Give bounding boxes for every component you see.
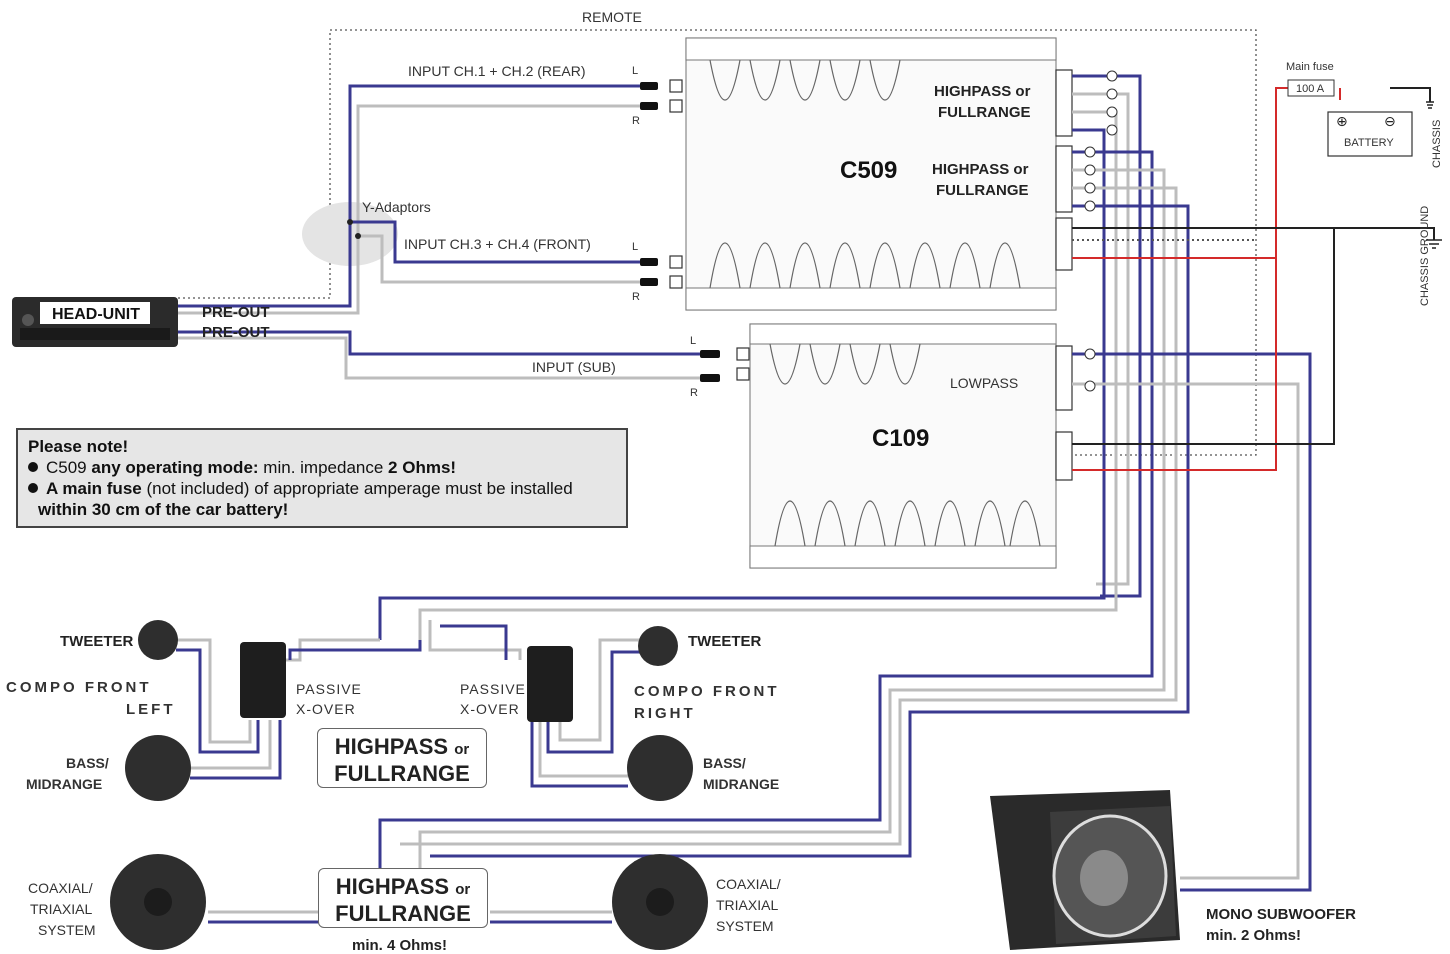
coax-left-1: COAXIAL/	[28, 880, 93, 896]
compo-right-wires	[428, 620, 640, 788]
xover-right-icon	[527, 646, 573, 722]
compo-left-1: COMPO FRONT	[6, 679, 152, 696]
y-adaptors-label: Y-Adaptors	[362, 199, 431, 215]
tweeter-right-label: TWEETER	[688, 633, 761, 650]
c509-mode-2b: FULLRANGE	[936, 182, 1029, 199]
y-junction-2	[355, 233, 361, 239]
bullet-icon	[28, 462, 38, 472]
coax-right-center	[646, 888, 674, 916]
tweeter-left-label: TWEETER	[60, 633, 133, 650]
note-line-2: A main fuse (not included) of appropriat…	[28, 478, 616, 499]
c109-mode: LOWPASS	[950, 375, 1018, 391]
c509-mode-2a: HIGHPASS or	[932, 161, 1029, 178]
amp-c509	[685, 37, 1057, 311]
output-wires	[378, 74, 1312, 892]
subwoofer-box-icon	[990, 790, 1180, 950]
battery-pos-icon: ⊕	[1336, 113, 1348, 129]
note-line-3: within 30 cm of the car battery!	[38, 500, 289, 519]
note-line-1: C509 any operating mode: min. impedance …	[28, 457, 616, 478]
note-title: Please note!	[28, 437, 129, 456]
preout-1-label: PRE-OUT	[202, 304, 270, 321]
coax-left-2: TRIAXIAL	[30, 901, 92, 917]
bass-left-1: BASS/	[66, 755, 109, 771]
chassis-ground-label: CHASSIS GROUND	[1419, 206, 1431, 306]
fuse-rating: 100 A	[1296, 83, 1325, 95]
input-sub-label: INPUT (SUB)	[532, 359, 616, 375]
rear-min-label: min. 4 Ohms!	[352, 937, 447, 954]
battery-label: BATTERY	[1344, 137, 1394, 149]
head-unit-label: HEAD-UNIT	[52, 306, 140, 323]
chassis-label: CHASSIS	[1431, 120, 1443, 168]
head-unit: HEAD-UNIT	[12, 297, 178, 347]
compo-right-2: RIGHT	[634, 705, 696, 722]
remote-wire	[178, 29, 1257, 456]
battery-box	[1327, 111, 1413, 157]
compo-left-wires	[176, 638, 422, 780]
coax-wires	[208, 910, 612, 924]
xover-left-1: PASSIVE	[296, 681, 362, 697]
xover-right-1: PASSIVE	[460, 681, 526, 697]
coax-left-center	[144, 888, 172, 916]
lr-label-5: L	[690, 335, 696, 347]
rca-plugs	[640, 82, 720, 382]
bass-left-2: MIDRANGE	[26, 776, 102, 792]
power-wires	[1072, 87, 1435, 471]
lr-label-2: R	[632, 115, 640, 127]
bass-right-1: BASS/	[703, 755, 746, 771]
lr-label-6: R	[690, 387, 698, 399]
ground-symbol-icon	[1426, 101, 1442, 249]
rca-sockets	[669, 79, 750, 381]
compo-right-1: COMPO FRONT	[634, 683, 780, 700]
bass-right-icon	[627, 735, 693, 801]
lr-label-3: L	[632, 241, 638, 253]
battery-neg-icon: ⊖	[1384, 113, 1396, 129]
terminal-markers	[1084, 70, 1118, 392]
c109-model: C109	[872, 425, 929, 452]
lr-label-4: R	[632, 291, 640, 303]
terminal-blocks	[1055, 69, 1073, 481]
bullet-icon	[28, 483, 38, 493]
tweeter-right-icon	[638, 626, 678, 666]
amp-c109	[749, 323, 1057, 569]
sub-label-1: MONO SUBWOOFER	[1206, 906, 1356, 923]
xover-left-icon	[240, 642, 286, 718]
input-ch34-label: INPUT CH.3 + CH.4 (FRONT)	[404, 236, 591, 252]
remote-label: REMOTE	[582, 9, 642, 25]
coax-right-1: COAXIAL/	[716, 876, 781, 892]
note-box: Please note! C509 any operating mode: mi…	[16, 428, 628, 528]
c509-mode-1a: HIGHPASS or	[934, 83, 1031, 100]
preout-2-label: PRE-OUT	[202, 324, 270, 341]
bass-right-2: MIDRANGE	[703, 776, 779, 792]
compo-left-2: LEFT	[126, 701, 176, 718]
lr-label-1: L	[632, 65, 638, 77]
xover-right-2: X-OVER	[460, 701, 520, 717]
sub-label-2: min. 2 Ohms!	[1206, 927, 1301, 944]
main-fuse-label: Main fuse	[1286, 61, 1334, 73]
coax-right-3: SYSTEM	[716, 918, 774, 934]
xover-left-2: X-OVER	[296, 701, 356, 717]
c509-mode-1b: FULLRANGE	[938, 104, 1031, 121]
coax-left-3: SYSTEM	[38, 922, 96, 938]
input-ch12-label: INPUT CH.1 + CH.2 (REAR)	[408, 63, 586, 79]
main-fuse	[1287, 79, 1335, 97]
c509-model: C509	[840, 157, 897, 184]
coax-right-2: TRIAXIAL	[716, 897, 778, 913]
input-wires	[178, 84, 700, 380]
tweeter-left-icon	[138, 620, 178, 660]
bass-left-icon	[125, 735, 191, 801]
y-junction-1	[347, 219, 353, 225]
